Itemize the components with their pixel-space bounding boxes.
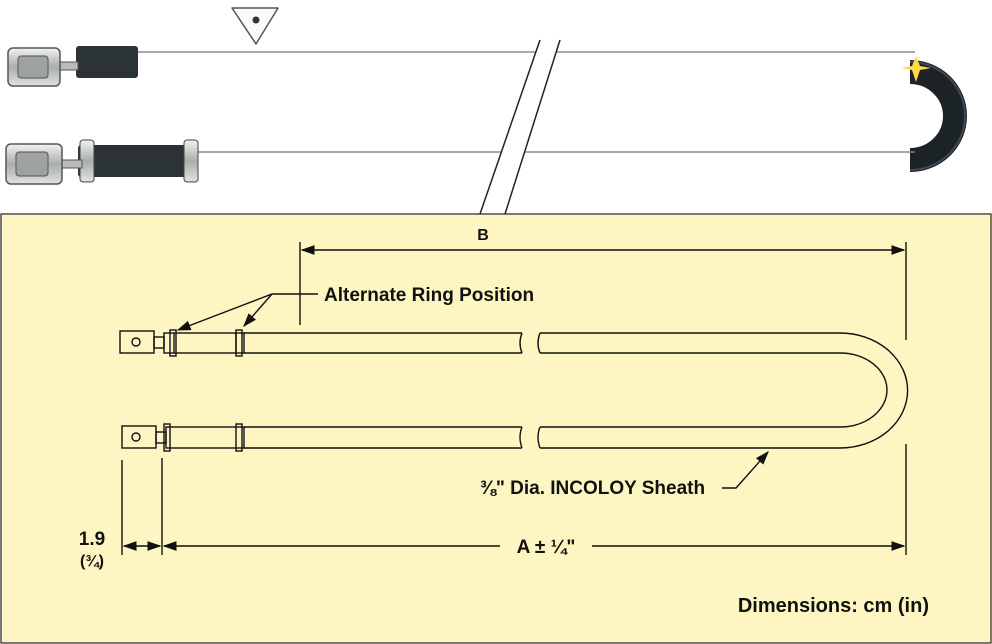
photo-u-bend	[909, 60, 967, 172]
dimension-b-label: B	[477, 227, 489, 244]
upper-tube-right	[540, 332, 840, 354]
ring-lower-2	[235, 423, 243, 452]
ring-position-1	[169, 329, 177, 357]
terminal-length-label: 1.9	[79, 529, 105, 550]
triangular-mounting-bracket-icon	[231, 7, 279, 45]
u-bend	[839, 332, 909, 449]
photo-terminal-lower	[5, 143, 83, 185]
sparkle-icon	[901, 56, 931, 82]
photo-ring	[183, 139, 199, 183]
heater-photo	[5, 7, 967, 215]
lower-tube-left	[244, 426, 522, 449]
dimension-a-label: A ± ¼"	[517, 537, 576, 558]
alternate-ring-label: Alternate Ring Position	[324, 285, 534, 306]
ring-position-2	[235, 329, 243, 357]
upper-tube-left	[244, 332, 522, 354]
terminal-upper	[119, 330, 155, 354]
terminal-lower	[121, 425, 157, 449]
units-label: Dimensions: cm (in)	[738, 595, 929, 617]
ring-lower-1	[163, 423, 171, 452]
terminal-length-inch-label: (¾)	[80, 553, 104, 570]
lower-tube-right	[540, 426, 840, 449]
sheath-label: ⅜" Dia. INCOLOY Sheath	[480, 478, 705, 499]
photo-break-gap	[480, 40, 560, 214]
technical-drawing: B Alternate Ring Position ⅜" Dia. INCOLO…	[0, 213, 992, 644]
photo-terminal-upper	[7, 47, 79, 87]
